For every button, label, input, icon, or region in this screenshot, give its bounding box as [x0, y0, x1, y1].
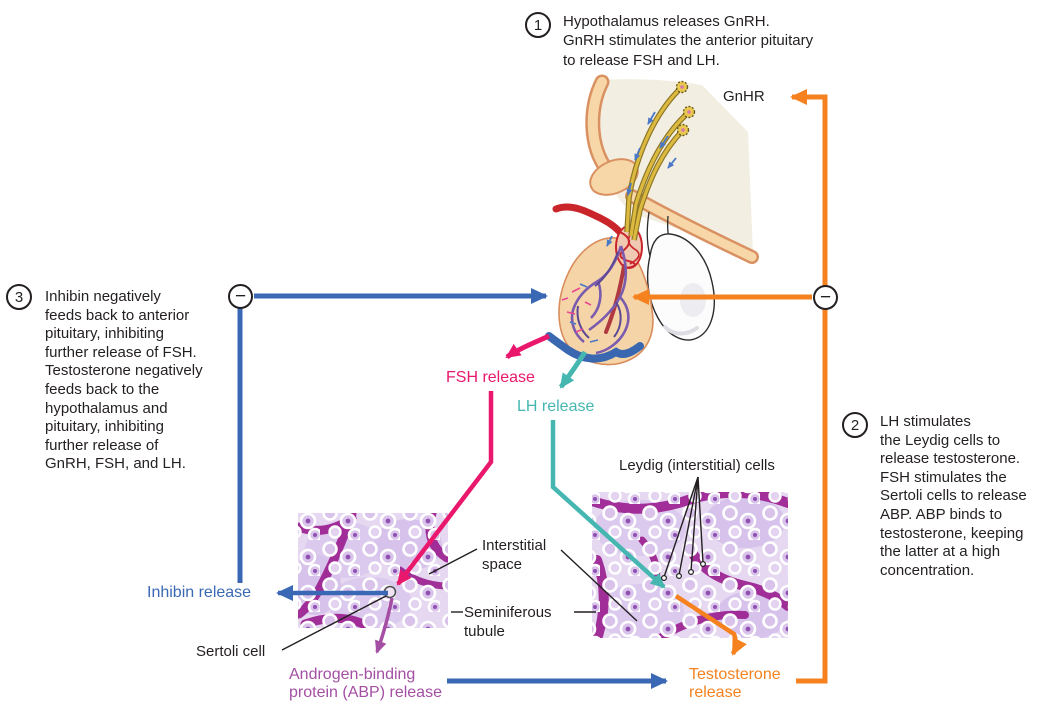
text-line: release testosterone.: [880, 450, 1021, 468]
text-line: further release of FSH.: [45, 343, 197, 361]
text-line: tubule: [464, 623, 505, 640]
lh-release-arrow: [550, 350, 666, 589]
abp-release-label: Androgen-binding protein (ABP) release: [289, 666, 442, 702]
text-line: to release FSH and LH.: [563, 51, 720, 69]
text-line: Seminiferous: [464, 604, 552, 621]
fsh-release-arrow: [396, 333, 551, 586]
seminiferous-tubule-label: Seminiferous tubule: [464, 603, 552, 641]
inhibin-feedback-lines: [237, 288, 668, 689]
step-2-text: LH stimulates the Leydig cells to releas…: [880, 413, 1027, 580]
text-line: Testosterone: [689, 666, 781, 683]
leader-lines: [281, 476, 704, 651]
step-1-badge: 1: [525, 12, 551, 38]
testosterone-feedback-lines: [632, 89, 828, 684]
text-line: release: [689, 684, 742, 701]
text-line: Interstitial: [482, 537, 547, 554]
text-line: concentration.: [880, 561, 975, 579]
negative-feedback-badge-left: −: [228, 284, 253, 309]
text-line: FSH stimulates the: [880, 468, 1007, 486]
text-line: GnRH, FSH, and LH.: [45, 455, 186, 473]
text-line: ABP. ABP binds to: [880, 505, 1003, 523]
text-line: Inhibin negatively: [45, 288, 161, 305]
text-line: Testosterone negatively: [45, 362, 203, 380]
text-line: hypothalamus and: [45, 399, 168, 417]
text-line: Hypothalamus releases GnRH.: [563, 13, 770, 30]
step-3-text: Inhibin negatively feeds back to anterio…: [45, 288, 203, 474]
text-line: pituitary, inhibiting: [45, 418, 164, 436]
gnhr-label: GnHR: [723, 88, 765, 105]
seminiferous-tubule-micrograph-right: [592, 492, 788, 638]
testosterone-release-label: Testosterone release: [689, 666, 781, 702]
interstitial-space-label: Interstitial space: [482, 536, 546, 574]
leydig-cells-label: Leydig (interstitial) cells: [619, 457, 775, 474]
hypothalamus-pituitary-illustration: [545, 74, 759, 366]
text-line: Sertoli cells to release: [880, 487, 1027, 505]
text-line: LH stimulates: [880, 413, 971, 430]
text-line: Androgen-binding: [289, 666, 416, 683]
flow-direction-arrows: [606, 111, 677, 247]
text-line: feeds back to anterior: [45, 306, 190, 324]
text-line: the latter at a high: [880, 543, 1001, 561]
text-line: testosterone, keeping: [880, 524, 1024, 542]
seminiferous-tubule-micrograph-left: [298, 513, 448, 628]
text-line: the Leydig cells to: [880, 431, 1001, 449]
sertoli-cell-label: Sertoli cell: [196, 643, 266, 660]
text-line: protein (ABP) release: [289, 684, 442, 701]
abp-release-arrow: [375, 597, 394, 654]
leydig-cell-dots: [660, 560, 706, 581]
step-3-badge: 3: [6, 284, 32, 310]
text-line: pituitary, inhibiting: [45, 325, 164, 343]
lh-release-label: LH release: [517, 398, 595, 415]
fsh-release-label: FSH release: [446, 369, 535, 386]
step-1-text: Hypothalamus releases GnRH. GnRH stimula…: [563, 12, 813, 70]
negative-feedback-badge-right: −: [813, 285, 838, 310]
step-2-badge: 2: [842, 412, 868, 438]
testosterone-release-arrow: [674, 594, 747, 656]
text-line: space: [482, 556, 523, 573]
text-line: GnRH stimulates the anterior pituitary: [563, 32, 814, 50]
text-line: further release of: [45, 436, 159, 454]
neuron-cell-bodies: [675, 80, 696, 137]
text-line: feeds back to the: [45, 380, 160, 398]
inhibin-release-label: Inhibin release: [147, 584, 252, 601]
